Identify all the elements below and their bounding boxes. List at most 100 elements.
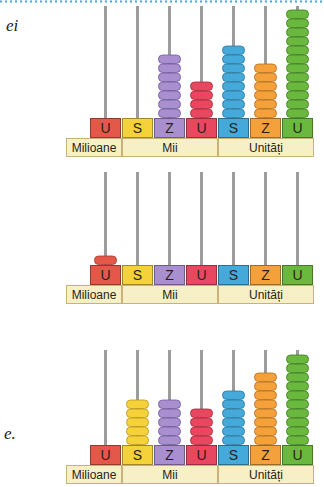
- bead: [255, 109, 277, 118]
- bead: [287, 436, 309, 445]
- bead: [223, 427, 245, 436]
- place-tile: S: [218, 445, 249, 465]
- class-band: Mii: [122, 285, 218, 304]
- place-letter: Z: [261, 448, 270, 462]
- place-letter: Z: [165, 448, 174, 462]
- place-tile: Z: [250, 445, 281, 465]
- rod: [136, 6, 139, 118]
- bead: [255, 100, 277, 109]
- class-name: Unități: [249, 469, 283, 481]
- bead: [191, 418, 213, 427]
- bead: [127, 409, 149, 418]
- class-band: Mii: [122, 138, 218, 157]
- bead: [159, 418, 181, 427]
- place-letter: Z: [165, 268, 174, 282]
- class-band: Unități: [218, 138, 314, 157]
- place-letter: S: [229, 448, 238, 462]
- class-name: Milioane: [72, 142, 117, 154]
- bead: [255, 418, 277, 427]
- place-tile: S: [122, 445, 153, 465]
- bead: [255, 436, 277, 445]
- bead: [287, 109, 309, 118]
- place-letter: Z: [261, 268, 270, 282]
- bead: [287, 19, 309, 28]
- place-tile: U: [282, 118, 313, 138]
- bead: [223, 400, 245, 409]
- bead: [287, 55, 309, 64]
- bead: [255, 382, 277, 391]
- class-name: Unități: [249, 142, 283, 154]
- rod: [104, 6, 107, 118]
- bead: [159, 427, 181, 436]
- bead: [287, 373, 309, 382]
- place-tile: U: [186, 118, 217, 138]
- bead: [159, 409, 181, 418]
- bead: [255, 73, 277, 82]
- bead: [287, 46, 309, 55]
- place-letter: U: [292, 448, 302, 462]
- place-letter: U: [196, 121, 206, 135]
- bead: [191, 91, 213, 100]
- class-band: Milioane: [66, 285, 122, 304]
- bead: [191, 100, 213, 109]
- bead: [287, 391, 309, 400]
- bead: [287, 28, 309, 37]
- rod: [136, 172, 139, 265]
- rod: [232, 172, 235, 265]
- class-band: Unități: [218, 465, 314, 484]
- place-tile: S: [218, 118, 249, 138]
- class-name: Unități: [249, 289, 283, 301]
- bead: [127, 418, 149, 427]
- bead: [287, 382, 309, 391]
- rod: [200, 172, 203, 265]
- place-tile: U: [282, 445, 313, 465]
- place-tile: Z: [250, 265, 281, 285]
- bead: [159, 64, 181, 73]
- bead: [95, 256, 117, 265]
- bead: [159, 82, 181, 91]
- beads: [95, 10, 309, 445]
- bead: [223, 409, 245, 418]
- bead: [287, 82, 309, 91]
- bead: [287, 409, 309, 418]
- place-letter: S: [133, 448, 142, 462]
- rod: [104, 350, 107, 445]
- class-name: Mii: [162, 289, 177, 301]
- place-tile: Z: [154, 118, 185, 138]
- bead: [191, 436, 213, 445]
- bead: [255, 409, 277, 418]
- bead: [191, 82, 213, 91]
- class-band: Milioane: [66, 465, 122, 484]
- bead: [223, 64, 245, 73]
- bead: [127, 400, 149, 409]
- bead: [287, 364, 309, 373]
- rod: [104, 172, 107, 265]
- place-letter: U: [196, 448, 206, 462]
- bead: [255, 391, 277, 400]
- place-letter: S: [133, 121, 142, 135]
- bead: [287, 100, 309, 109]
- place-tile: Z: [250, 118, 281, 138]
- class-band: Milioane: [66, 138, 122, 157]
- class-name: Milioane: [72, 469, 117, 481]
- place-letter: U: [196, 268, 206, 282]
- bead: [191, 109, 213, 118]
- bead: [287, 10, 309, 19]
- class-name: Milioane: [72, 289, 117, 301]
- place-tile: U: [186, 265, 217, 285]
- dotted-rule: [0, 1, 324, 3]
- bead: [255, 82, 277, 91]
- bead: [287, 400, 309, 409]
- bead: [287, 418, 309, 427]
- bead: [159, 400, 181, 409]
- bead: [127, 427, 149, 436]
- place-letter: S: [229, 121, 238, 135]
- bead: [159, 100, 181, 109]
- bead: [255, 427, 277, 436]
- bead: [287, 355, 309, 364]
- bead: [223, 73, 245, 82]
- bead: [191, 427, 213, 436]
- cut-text: ei: [6, 16, 18, 36]
- place-tile: Z: [154, 265, 185, 285]
